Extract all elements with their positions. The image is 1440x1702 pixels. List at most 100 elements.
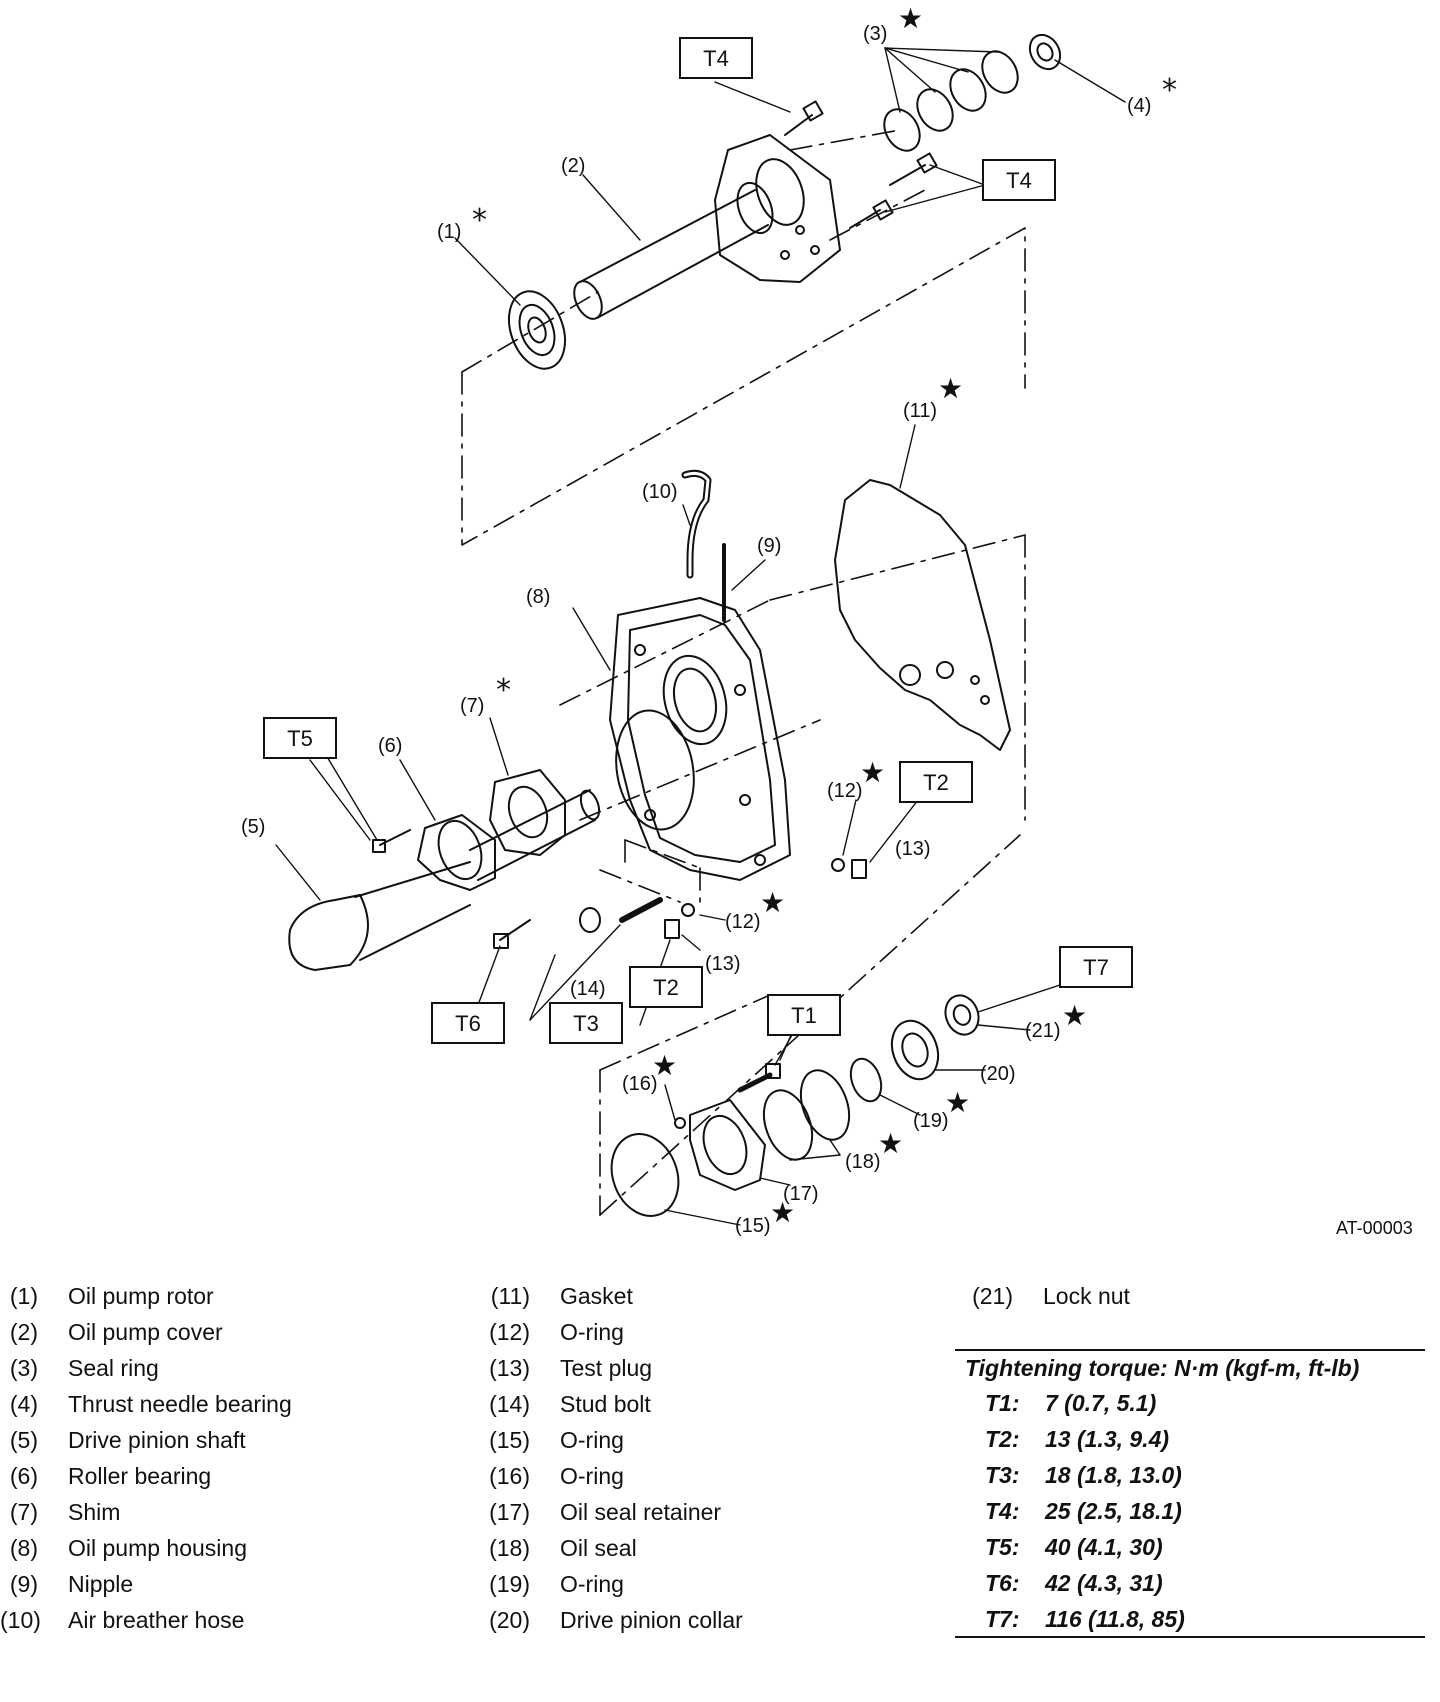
star-mark: ★ [1062, 999, 1087, 1032]
torque-table-title: Tightening torque: N·m (kgf-m, ft-lb) [965, 1355, 1360, 1381]
oil-pump-housing-part [609, 597, 791, 881]
torque-tag-t1: T1 [767, 994, 841, 1036]
legend-item: (18)Oil seal [489, 1535, 637, 1561]
oil-pump-cover-part [573, 134, 841, 320]
callout-10: (10) [642, 481, 678, 503]
torque-row: T2:13 (1.3, 9.4) [985, 1426, 1170, 1452]
callout-1: (1) [437, 221, 461, 243]
legend-item: (12)O-ring [489, 1319, 624, 1345]
torque-row: T6:42 (4.3, 31) [985, 1570, 1163, 1596]
torque-tag-t5: T5 [263, 717, 337, 759]
star-mark: ★ [898, 2, 923, 35]
legend-item: (14)Stud bolt [489, 1391, 651, 1417]
asterisk-mark: * [1162, 73, 1177, 108]
callout-19: (19) [913, 1110, 949, 1132]
callout-7: (7) [460, 695, 484, 717]
callout-9: (9) [757, 535, 781, 557]
torque-row: T4:25 (2.5, 18.1) [985, 1498, 1182, 1524]
svg-text:T4: T4 [1006, 168, 1032, 193]
torque-row: T5:40 (4.1, 30) [985, 1534, 1163, 1560]
legend-item: (6)Roller bearing [9, 1463, 212, 1489]
svg-text:T2: T2 [923, 770, 949, 795]
callout-2: (2) [561, 155, 585, 177]
callout-12-lower: (12) [725, 911, 761, 933]
asterisk-mark: * [496, 673, 511, 708]
star-marks: ★ ★ ★ ★ ★ ★ ★ ★ ★ [652, 2, 1087, 1229]
star-mark: ★ [770, 1196, 795, 1229]
torque-tag-t2-upper: T2 [899, 761, 973, 803]
legend-item: (9)Nipple [9, 1571, 134, 1597]
svg-text:T4: T4 [703, 46, 729, 71]
thrust-needle-bearing-part [1028, 33, 1062, 71]
legend-item: (1)Oil pump rotor [9, 1283, 214, 1309]
torque-table-top-rule [955, 1349, 1425, 1351]
torque-tag-t6: T6 [431, 1002, 505, 1044]
callout-6: (6) [378, 735, 402, 757]
svg-text:T1: T1 [791, 1003, 817, 1028]
callout-15: (15) [735, 1215, 771, 1237]
callout-labels: (1) (2) (3) (4) (5) (6) (7) (8) (9) (10)… [241, 23, 1151, 1237]
callout-16: (16) [622, 1073, 658, 1095]
assembly-guide-lines [461, 129, 1026, 1216]
oil-pump-rotor-part [507, 290, 567, 370]
exploded-view-diagram: (1) (2) (3) (4) (5) (6) (7) (8) (9) (10)… [241, 2, 1177, 1237]
figure-code: AT-00003 [1336, 1218, 1413, 1238]
asterisk-marks: * * * [472, 73, 1177, 708]
callout-18: (18) [845, 1151, 881, 1173]
torque-tag-t2-lower: T2 [629, 966, 703, 1008]
lower-group-parts [610, 994, 980, 1217]
torque-row: T7:116 (11.8, 85) [985, 1606, 1185, 1632]
shim-part [489, 769, 566, 856]
torque-row: T1:7 (0.7, 5.1) [985, 1390, 1157, 1416]
svg-text:T5: T5 [287, 726, 313, 751]
legend-item: (2)Oil pump cover [9, 1319, 223, 1345]
legend-item: (7)Shim [9, 1499, 121, 1525]
torque-tag-t4-right: T4 [982, 159, 1056, 201]
legend-item: (3)Seal ring [9, 1355, 159, 1381]
legend-item: (16)O-ring [489, 1463, 624, 1489]
torque-table-bottom-rule [955, 1636, 1425, 1638]
callout-21: (21) [1025, 1020, 1061, 1042]
star-mark: ★ [938, 372, 963, 405]
callout-13-lower: (13) [705, 953, 741, 975]
legend-item: (10)Air breather hose [0, 1607, 245, 1633]
legend-item: (5)Drive pinion shaft [9, 1427, 246, 1453]
svg-text:T6: T6 [455, 1011, 481, 1036]
legend-item: (8)Oil pump housing [9, 1535, 247, 1561]
legend-item: (17)Oil seal retainer [489, 1499, 722, 1525]
svg-text:T2: T2 [653, 975, 679, 1000]
air-breather-hose-part [681, 469, 712, 579]
callout-13-upper: (13) [895, 838, 931, 860]
callout-20: (20) [980, 1063, 1016, 1085]
gasket-part [834, 479, 1011, 751]
callout-4: (4) [1127, 95, 1151, 117]
callout-12-upper: (12) [827, 780, 863, 802]
svg-text:T7: T7 [1083, 955, 1109, 980]
torque-tag-t3: T3 [549, 1002, 623, 1044]
leader-lines [275, 47, 1126, 1226]
legend-item: (19)O-ring [489, 1571, 624, 1597]
roller-bearing-part [417, 814, 496, 891]
seal-rings-part [883, 50, 1019, 152]
callout-17: (17) [783, 1183, 819, 1205]
legend-item: (21)Lock nut [972, 1283, 1130, 1309]
mid-fasteners [372, 829, 867, 949]
legend-item: (15)O-ring [489, 1427, 624, 1453]
star-mark: ★ [652, 1049, 677, 1082]
legend-item: (4)Thrust needle bearing [9, 1391, 292, 1417]
star-mark: ★ [860, 756, 885, 789]
cover-bolts [784, 100, 938, 229]
callout-5: (5) [241, 816, 265, 838]
callout-11: (11) [903, 400, 937, 422]
drive-pinion-shaft-part [288, 789, 601, 971]
callout-8: (8) [526, 586, 550, 608]
torque-row: T3:18 (1.8, 13.0) [985, 1462, 1182, 1488]
svg-text:T3: T3 [573, 1011, 599, 1036]
legend-item: (11)Gasket [490, 1283, 633, 1309]
torque-tag-t7: T7 [1059, 946, 1133, 988]
star-mark: ★ [945, 1086, 970, 1119]
callout-3: (3) [863, 23, 887, 45]
asterisk-mark: * [472, 203, 487, 238]
callout-14: (14) [570, 978, 606, 1000]
torque-tags: T4 T4 T5 T2 T2 T6 T3 T1 [263, 37, 1133, 1044]
